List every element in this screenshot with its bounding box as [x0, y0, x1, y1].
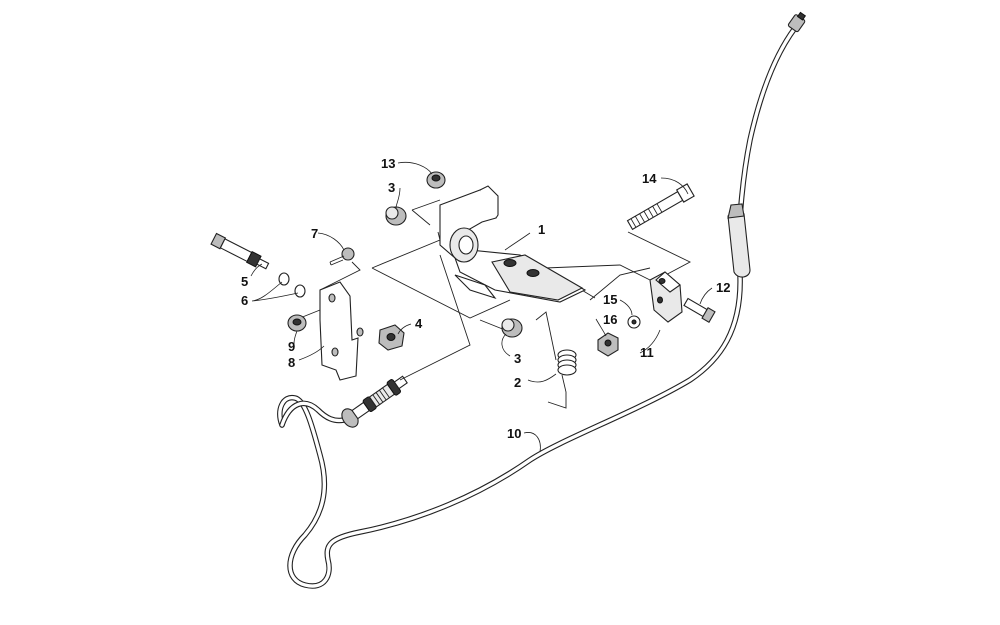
callout-9: 9 — [288, 339, 295, 354]
assembly-lines — [299, 199, 691, 381]
callout-14: 14 — [642, 171, 657, 186]
callout-11: 11 — [640, 345, 654, 360]
callout-13: 13 — [381, 156, 395, 171]
callout-16: 16 — [603, 312, 617, 327]
callout-10: 10 — [507, 426, 521, 441]
bolt-5 — [210, 232, 270, 270]
callout-1: 1 — [538, 222, 545, 237]
throttle-cable — [277, 11, 807, 589]
nut-16 — [597, 332, 619, 357]
bushing-upper — [385, 206, 407, 226]
screw-7 — [329, 247, 355, 266]
callout-8: 8 — [288, 355, 295, 370]
callout-12: 12 — [716, 280, 730, 295]
callout-4: 4 — [415, 316, 423, 331]
washer-15 — [627, 315, 641, 329]
nut-13 — [426, 171, 446, 189]
throttle-bracket — [439, 185, 587, 303]
screw-12 — [683, 297, 716, 323]
bolt-14 — [626, 183, 695, 231]
washers-6 — [278, 272, 306, 298]
callout-2: 2 — [514, 375, 521, 390]
nut-9 — [287, 314, 307, 332]
leader-lines — [250, 161, 713, 453]
callout-3-upper: 3 — [388, 180, 395, 195]
torsion-spring — [535, 311, 577, 409]
nut-4 — [378, 324, 405, 351]
callout-3-lower: 3 — [514, 351, 521, 366]
callout-6: 6 — [241, 293, 248, 308]
bushing-lower — [501, 318, 523, 338]
callout-7: 7 — [311, 226, 318, 241]
callout-15: 15 — [603, 292, 617, 307]
mounting-plate — [319, 281, 364, 381]
cable-clamp-block — [649, 271, 683, 323]
callout-labels: 1 2 3 3 4 5 6 7 8 9 10 11 12 13 14 15 16 — [241, 156, 730, 441]
callout-5: 5 — [241, 274, 248, 289]
